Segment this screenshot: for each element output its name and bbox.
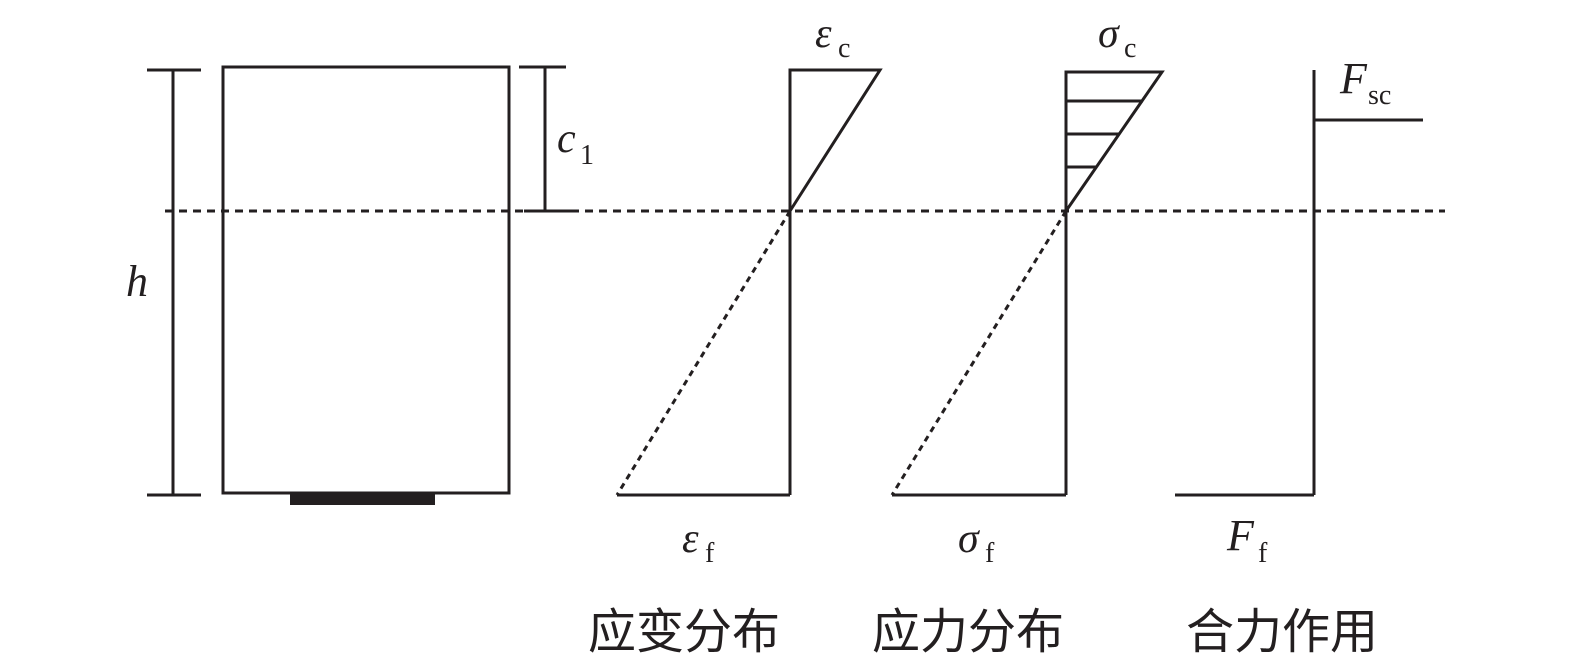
ff-subscript: f — [1258, 538, 1268, 569]
sigma-f-subscript: f — [985, 538, 995, 569]
strain-distribution — [615, 68, 883, 497]
height-dimension — [147, 68, 201, 497]
resultant-forces — [1175, 70, 1423, 497]
sigma-c-subscript: c — [1124, 33, 1136, 64]
c1-label: c — [557, 116, 576, 162]
ff-label: F — [1226, 511, 1255, 560]
c1-subscript: 1 — [580, 140, 594, 171]
fsc-subscript: sc — [1368, 80, 1391, 111]
eps-f-label: ε — [682, 516, 699, 562]
frp-strip — [290, 493, 435, 505]
beam-cross-section — [221, 65, 511, 495]
eps-c-subscript: c — [838, 33, 850, 64]
sigma-c-label: σ — [1098, 11, 1121, 57]
eps-c-label: ε — [815, 11, 832, 57]
eps-f-subscript: f — [705, 538, 715, 569]
fsc-label: F — [1339, 54, 1368, 103]
c1-dimension — [519, 65, 572, 213]
strain-caption: 应变分布 — [588, 604, 780, 660]
stress-distribution — [890, 70, 1165, 497]
resultant-caption: 合力作用 — [1186, 604, 1378, 660]
stress-caption: 应力分布 — [872, 604, 1064, 660]
height-label: h — [126, 257, 148, 306]
sigma-f-label: σ — [958, 516, 981, 562]
